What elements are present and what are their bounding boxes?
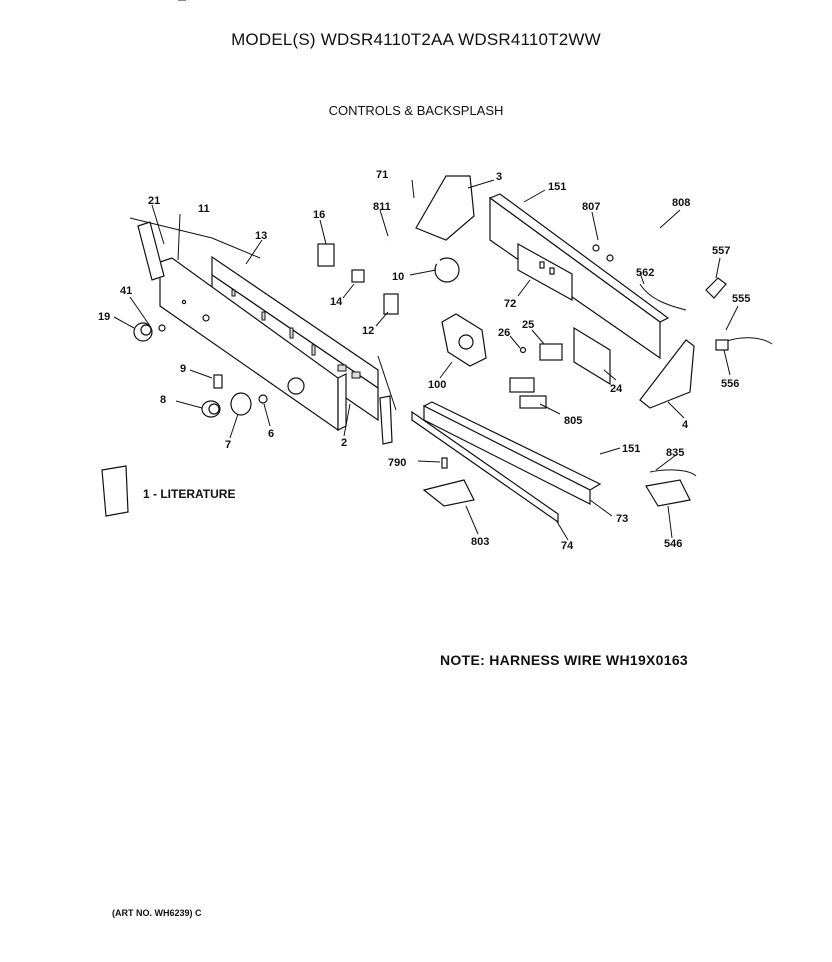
callout-24: 24 [610,383,623,395]
callout-790: 790 [388,457,406,469]
callout-16: 16 [313,209,325,221]
diagram-title: MODEL(S) WDSR4110T2AA WDSR4110T2WW [231,30,601,49]
callout-151b: 151 [622,443,640,455]
part-807b [606,254,614,262]
bracket-803 [422,479,475,507]
literature-label: 1 - LITERATURE [143,487,235,501]
end-cap-4 [639,339,695,409]
callout-9: 9 [180,363,186,375]
callout-807: 807 [582,201,600,213]
part-556 [715,339,729,351]
callout-10: 10 [392,271,404,283]
callout-100: 100 [428,379,446,391]
end-cap-21 [137,221,165,281]
callout-555: 555 [732,293,750,305]
callout-4: 4 [682,419,689,431]
callout-71: 71 [376,169,388,181]
relay-25 [539,343,563,361]
callout-6: 6 [268,428,274,440]
callout-562: 562 [636,267,654,279]
bracket-24 [573,326,611,386]
callout-808: 808 [672,197,690,209]
strip-74 [411,410,559,524]
part-790 [441,457,448,469]
knob-8 [201,400,221,418]
callout-72: 72 [504,298,516,310]
valve-805 [509,377,547,409]
callout-21: 21 [148,195,160,207]
callout-2: 2 [341,437,347,449]
callout-41: 41 [120,285,132,297]
callout-73: 73 [616,513,628,525]
connector-557 [705,277,727,299]
part-807a [592,244,600,252]
callout-7: 7 [225,439,231,451]
diagram-subtitle: CONTROLS & BACKSPLASH [328,103,504,118]
callout-557: 557 [712,245,730,257]
switch-16 [317,243,335,267]
backsplash-72 [488,193,670,360]
switch-12 [383,293,399,315]
callout-25: 25 [522,319,534,331]
control-panel-front [159,257,347,432]
base-73 [422,401,602,505]
callout-11: 11 [198,203,210,215]
callout-74: 74 [561,540,574,552]
leader-lines [113,179,739,541]
callout-803: 803 [471,536,489,548]
callout-556: 556 [721,378,739,390]
callout-13: 13 [255,230,267,242]
callout-12: 12 [362,325,374,337]
art-number: (ART NO. WH6239) C [112,908,202,918]
switch-14 [351,269,365,283]
callout-811: 811 [373,201,391,213]
part-26 [519,346,527,354]
callout-805: 805 [564,415,582,427]
callout-26: 26 [498,327,510,339]
callout-8: 8 [160,394,166,406]
callout-labels: 71 3 151 807 808 21 11 16 811 13 557 10 … [98,169,750,552]
harness-note: NOTE: HARNESS WIRE WH19X0163 [440,652,689,668]
part-41 [158,324,166,332]
callout-151: 151 [548,181,566,193]
callout-19: 19 [98,311,110,323]
harness-546 [645,479,691,507]
part-6 [258,394,268,404]
part-9 [213,374,223,389]
literature-envelope [101,465,129,517]
knob-19 [133,322,153,342]
callout-835: 835 [666,447,684,459]
timer-100 [441,313,487,367]
bracket-3 [415,175,475,241]
dial-7 [230,392,252,416]
callout-3: 3 [496,171,502,183]
end-cap-2 [379,395,393,445]
callout-14: 14 [330,296,343,308]
callout-546: 546 [664,538,682,550]
